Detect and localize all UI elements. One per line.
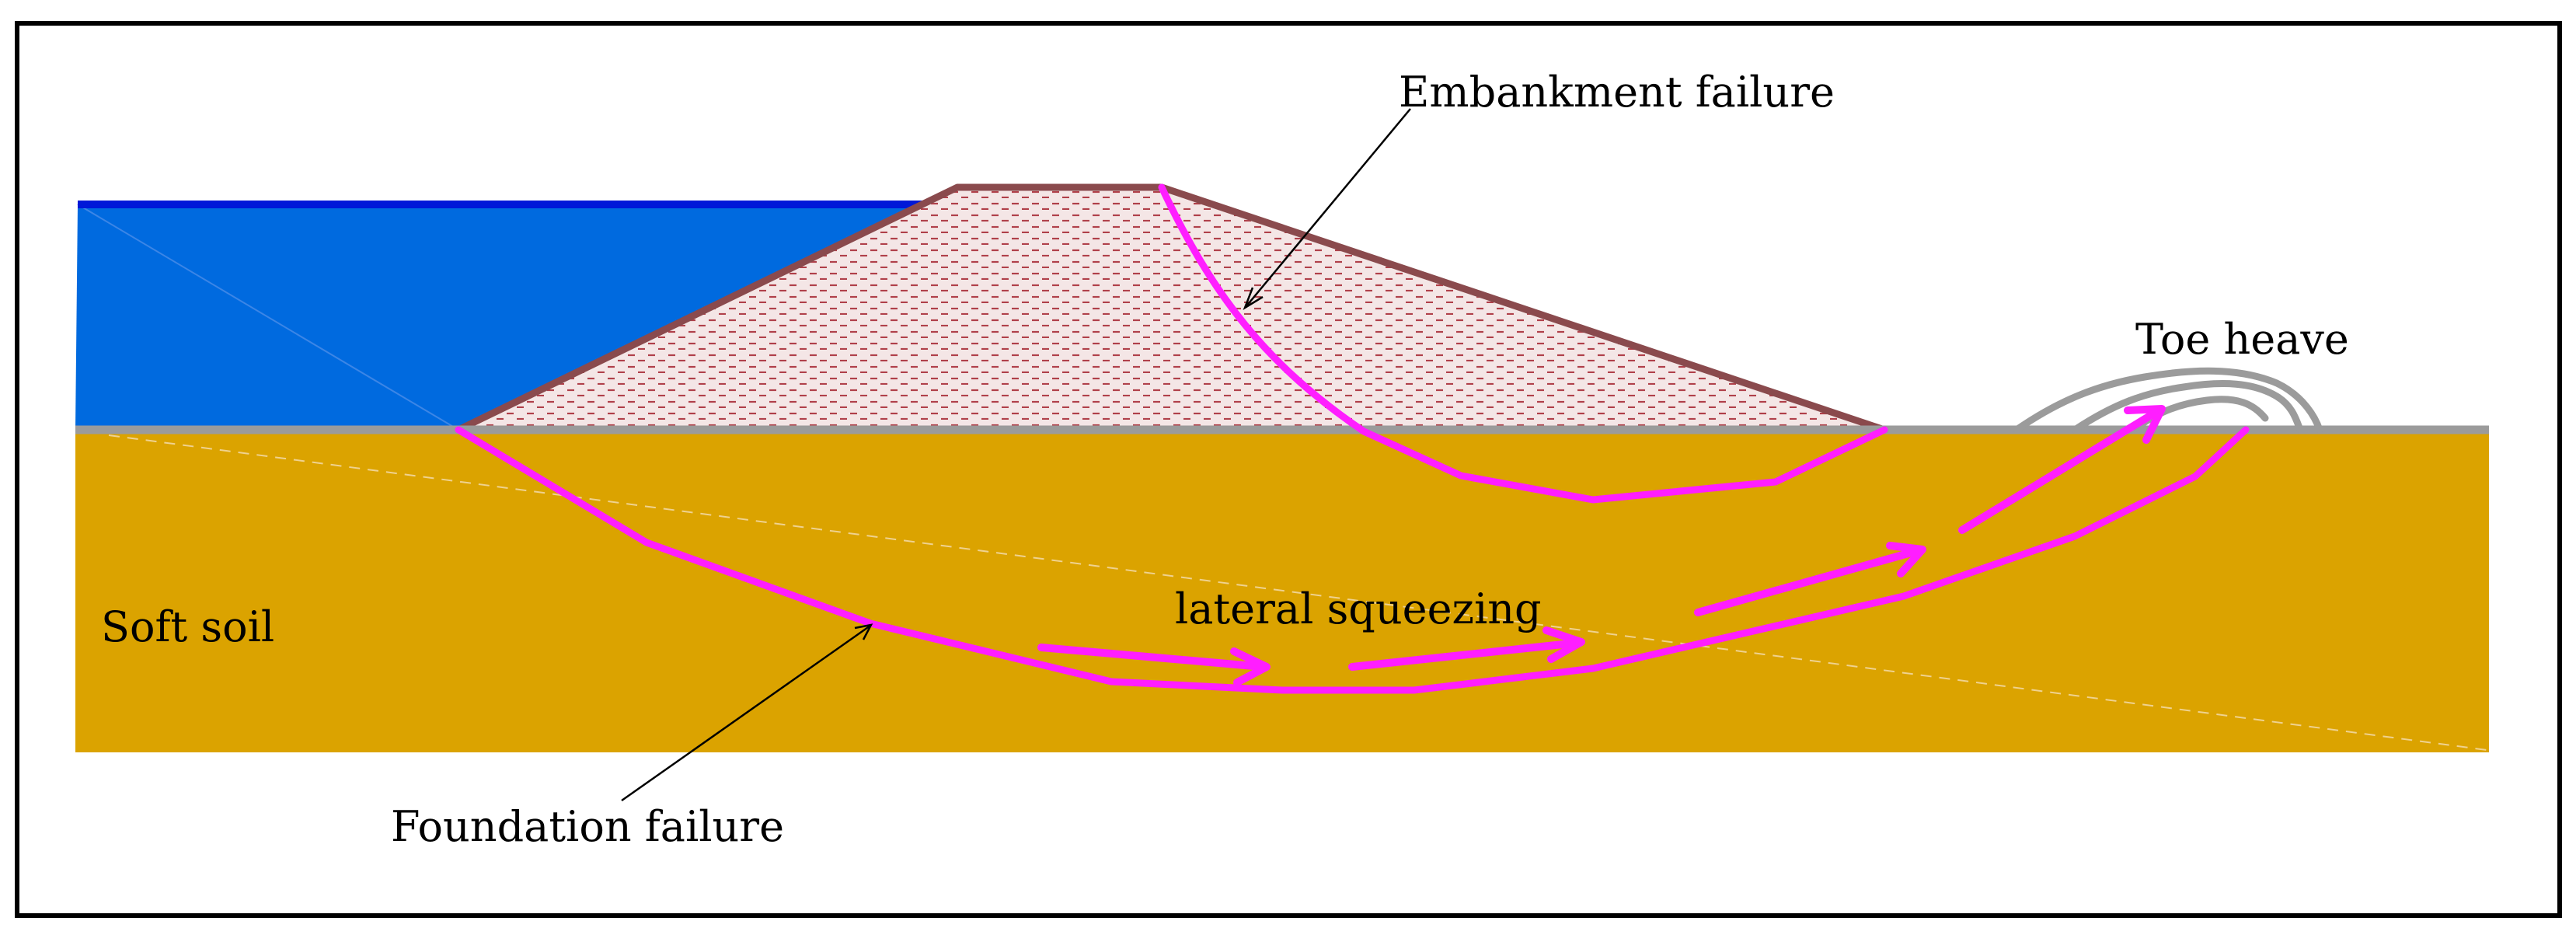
embankment-outline	[457, 183, 1886, 434]
embankment-failure-surface	[1158, 183, 1888, 504]
embankment-failure-label: Embankment failure	[1399, 68, 1835, 117]
embankment-failure-leader	[1245, 108, 1411, 308]
foundation-failure-surface	[455, 426, 2250, 694]
lateral-squeezing-label: lateral squeezing	[1175, 584, 1542, 633]
arrow-up-right-icon	[1958, 405, 2166, 534]
toe-heave-label: Toe heave	[2135, 315, 2349, 364]
water-diagonal	[77, 204, 459, 431]
leader-lines	[621, 108, 1411, 802]
water-body	[75, 204, 921, 430]
foundation-failure-label: Foundation failure	[391, 802, 784, 851]
arrow-right-icon	[1348, 626, 1585, 671]
lateral-squeezing-arrows	[1037, 405, 2166, 686]
foundation-failure-leader	[621, 624, 871, 802]
arrow-right-icon	[1037, 644, 1271, 686]
arrow-right-icon	[1694, 542, 1926, 616]
embankment-hatch	[458, 187, 1884, 430]
soil-faint-diagonal	[108, 434, 2487, 751]
soft-soil-label: Soft soil	[101, 602, 274, 651]
